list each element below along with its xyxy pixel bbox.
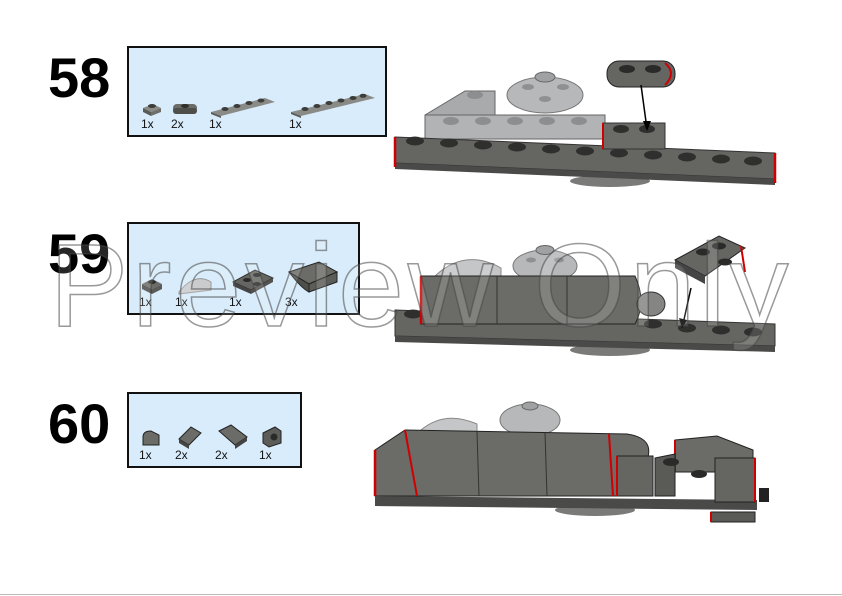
part-item: 1x: [139, 272, 165, 309]
plate-1x1-icon: [143, 103, 161, 116]
step-number: 58: [48, 46, 111, 109]
step-number: 60: [48, 392, 111, 455]
part-quantity: 1x: [139, 294, 152, 309]
slope-curved-2x2-icon: [287, 261, 339, 293]
part-quantity: 3x: [285, 294, 298, 309]
assembly-illustration: [394, 235, 776, 356]
part-quantity: 1x: [259, 447, 272, 462]
part-item: 1x: [259, 423, 285, 462]
part-item: 1x: [229, 266, 277, 309]
slope-1x2-icon: [218, 424, 248, 449]
part-quantity: 1x: [139, 447, 152, 462]
part-item: 1x: [141, 98, 163, 131]
plate-1x4-icon: [211, 97, 275, 118]
part-quantity: 1x: [209, 116, 222, 131]
assembly-illustration: [393, 60, 777, 187]
part-item: 1x: [139, 427, 163, 462]
part-item: 1x: [175, 272, 215, 309]
part-quantity: 1x: [289, 116, 302, 131]
wedge-plate-2x2-icon: [231, 269, 275, 294]
part-item: 2x: [171, 98, 199, 131]
part-item: 2x: [215, 421, 249, 462]
part-quantity: 2x: [175, 447, 188, 462]
part-item: 3x: [285, 258, 341, 309]
tile-curved-light-icon: [178, 278, 212, 295]
plate-1x1-clip-icon: [142, 278, 162, 294]
page-divider: [0, 594, 842, 595]
part-quantity: 2x: [215, 447, 228, 462]
part-quantity: 2x: [171, 116, 184, 131]
slope-1x1-icon: [178, 426, 202, 449]
part-item: 1x: [289, 92, 377, 131]
assembly-illustration: [373, 401, 769, 523]
parts-list-box: 1x 1x 1x 3x: [127, 222, 360, 315]
part-quantity: 1x: [229, 294, 242, 309]
part-item: 2x: [175, 423, 203, 462]
plate-1x2-rounded-icon: [173, 103, 197, 114]
plate-1x6-icon: [291, 93, 375, 118]
part-quantity: 1x: [141, 116, 154, 131]
part-item: 1x: [209, 96, 277, 131]
parts-list-box: 1x 2x 2x 1x: [127, 392, 302, 468]
part-quantity: 1x: [175, 294, 188, 309]
bracket-1x1-icon: [262, 426, 282, 448]
step-number: 59: [48, 222, 111, 285]
parts-list-box: 1x 2x 1x 1x: [127, 46, 387, 137]
tile-round-corner-icon: [142, 430, 160, 446]
